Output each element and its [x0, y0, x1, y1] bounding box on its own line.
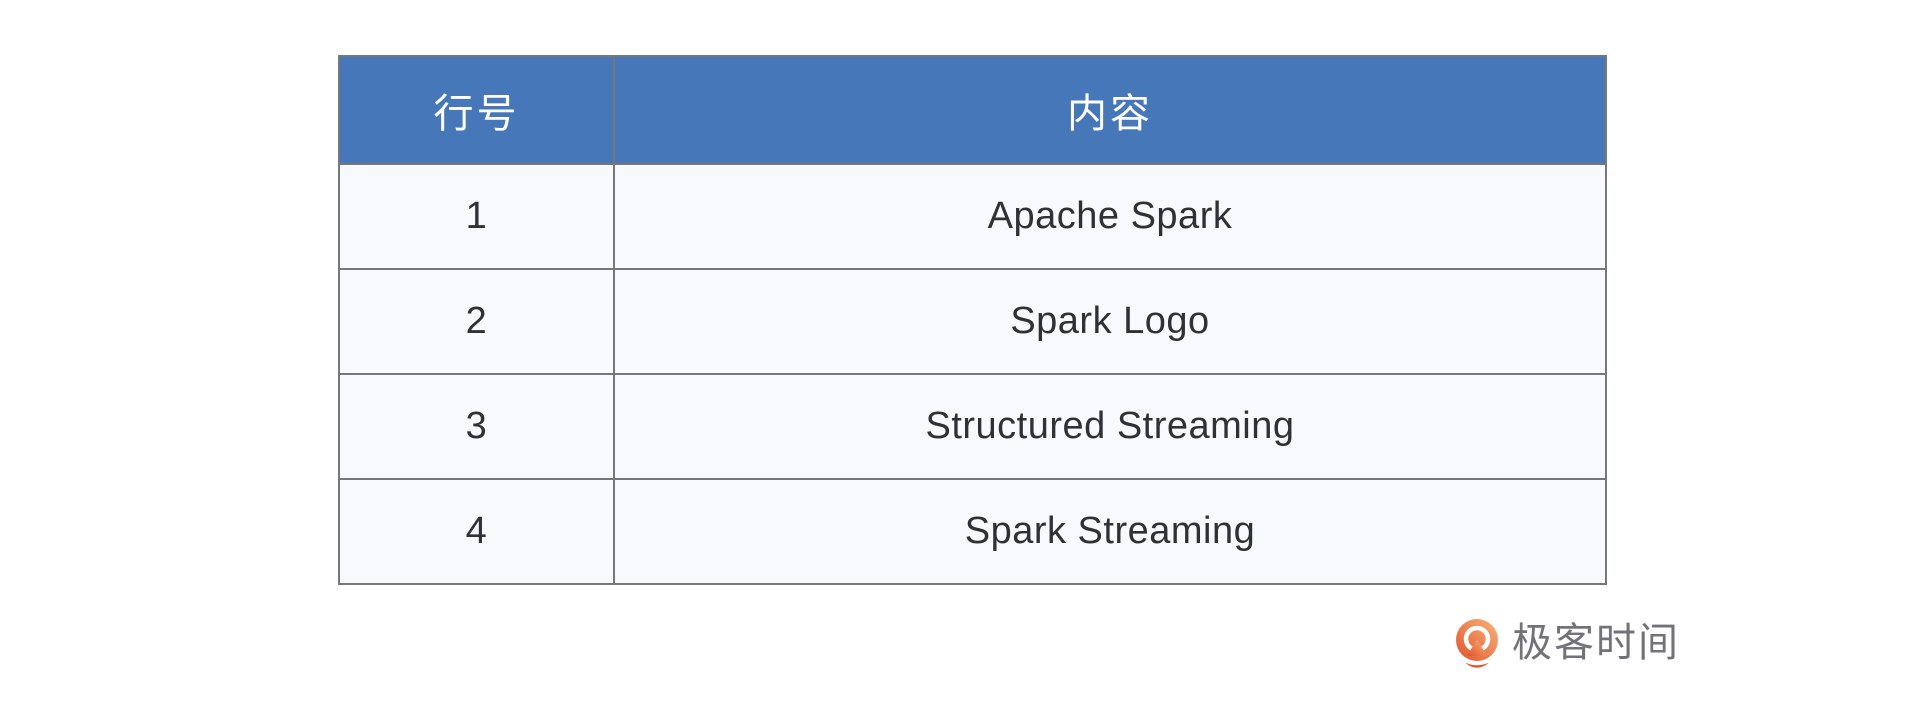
row-number-cell: 2 — [338, 268, 615, 375]
geektime-logo-text: 极客时间 — [1512, 621, 1680, 665]
row-number-cell: 1 — [338, 163, 615, 270]
table-row: 3 Structured Streaming — [338, 373, 1607, 480]
geektime-logo: 极客时间 — [1453, 618, 1680, 674]
table-header-row: 行号 内容 — [338, 55, 1607, 165]
table-row: 2 Spark Logo — [338, 268, 1607, 375]
content-cell: Structured Streaming — [613, 373, 1607, 480]
row-number-cell: 3 — [338, 373, 615, 480]
table-row: 4 Spark Streaming — [338, 478, 1607, 585]
content-cell: Spark Logo — [613, 268, 1607, 375]
table-row: 1 Apache Spark — [338, 163, 1607, 270]
geektime-logo-icon — [1454, 619, 1500, 674]
header-cell-row-number: 行号 — [338, 55, 615, 165]
content-cell: Apache Spark — [613, 163, 1607, 270]
content-cell: Spark Streaming — [613, 478, 1607, 585]
header-cell-content: 内容 — [613, 55, 1607, 165]
row-number-cell: 4 — [338, 478, 615, 585]
content-table: 行号 内容 1 Apache Spark 2 Spark Logo 3 Stru… — [338, 55, 1607, 585]
